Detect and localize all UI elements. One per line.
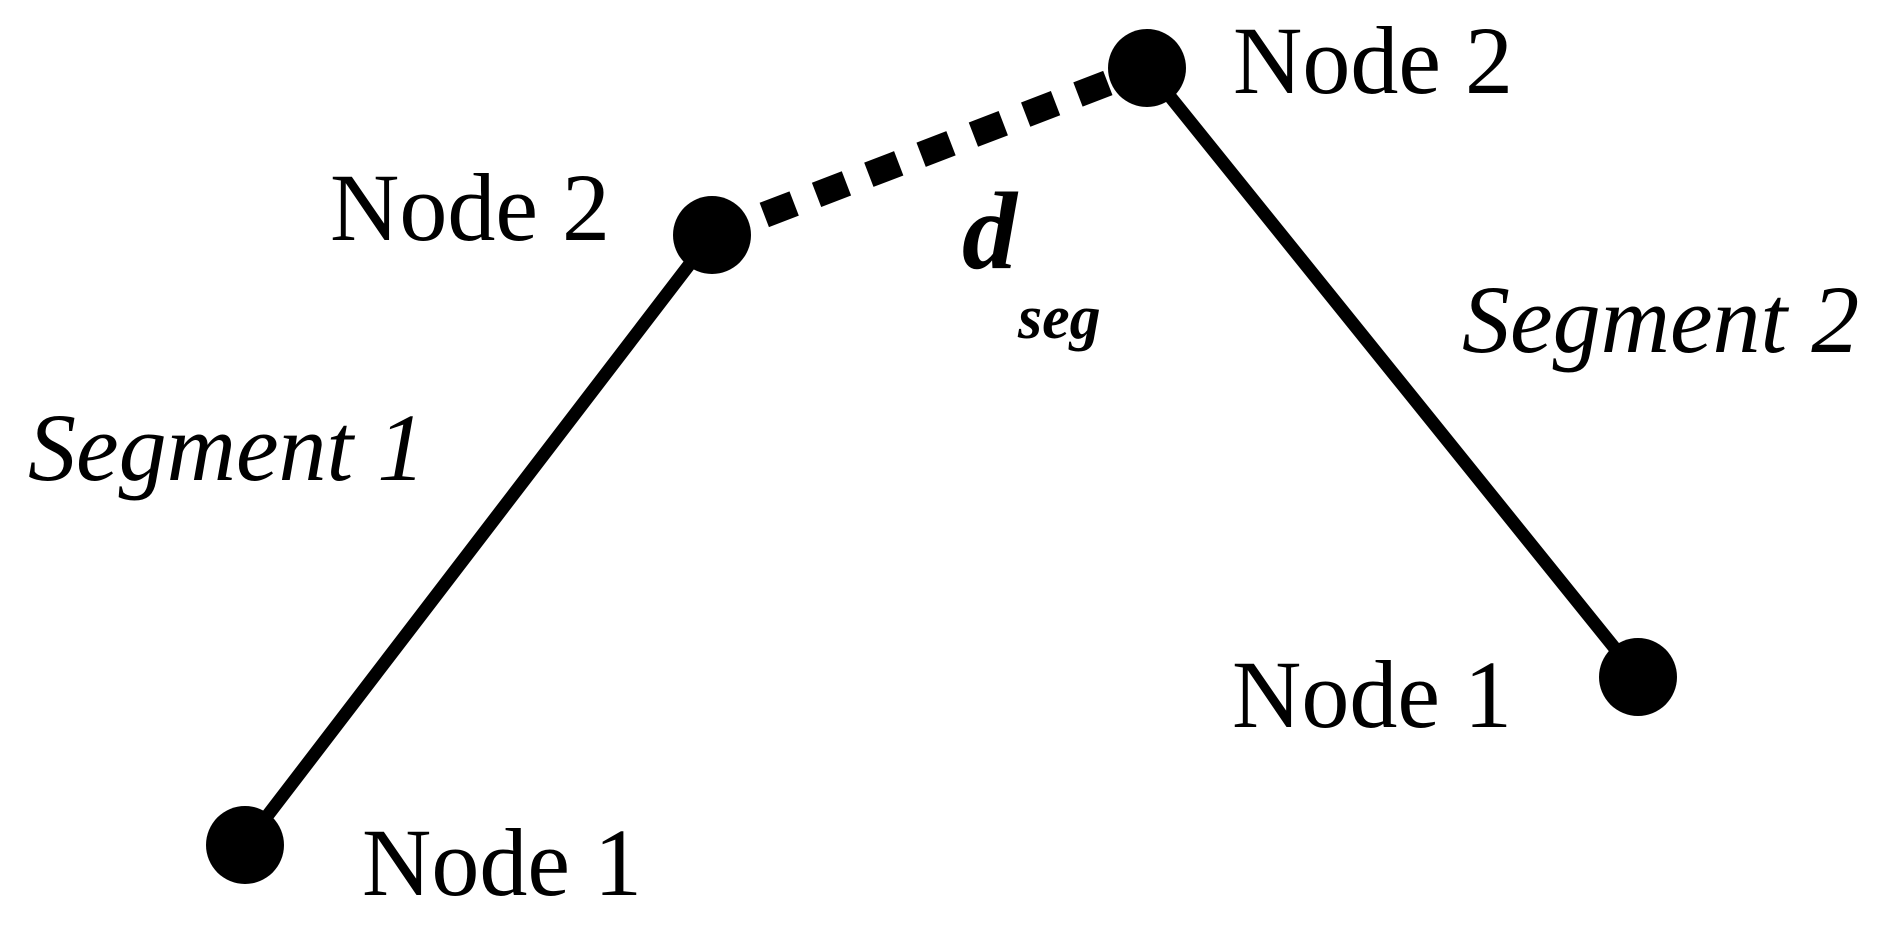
segment-2-node-1-label: Node 1 [1232,641,1512,748]
distance-dashed-line [707,55,1152,248]
segment-1-node-2-label: Node 2 [330,154,610,261]
segment-1-label: Segment 1 [28,394,425,501]
segment-1-node-1-label: Node 1 [362,809,642,916]
distance-symbol: d [962,170,1019,292]
segment-2-node-2-label: Node 2 [1233,7,1513,114]
segment-2-node-2-dot [1108,29,1186,107]
segment-1-node-2-dot [673,196,751,274]
segment-1-node-1-dot [206,806,284,884]
segment-2-node-1-dot [1599,638,1677,716]
segment-2-label: Segment 2 [1462,266,1859,373]
segment-2-line [1140,61,1645,684]
distance-subscript: seg [1017,284,1101,352]
segment-1-line [238,228,719,852]
